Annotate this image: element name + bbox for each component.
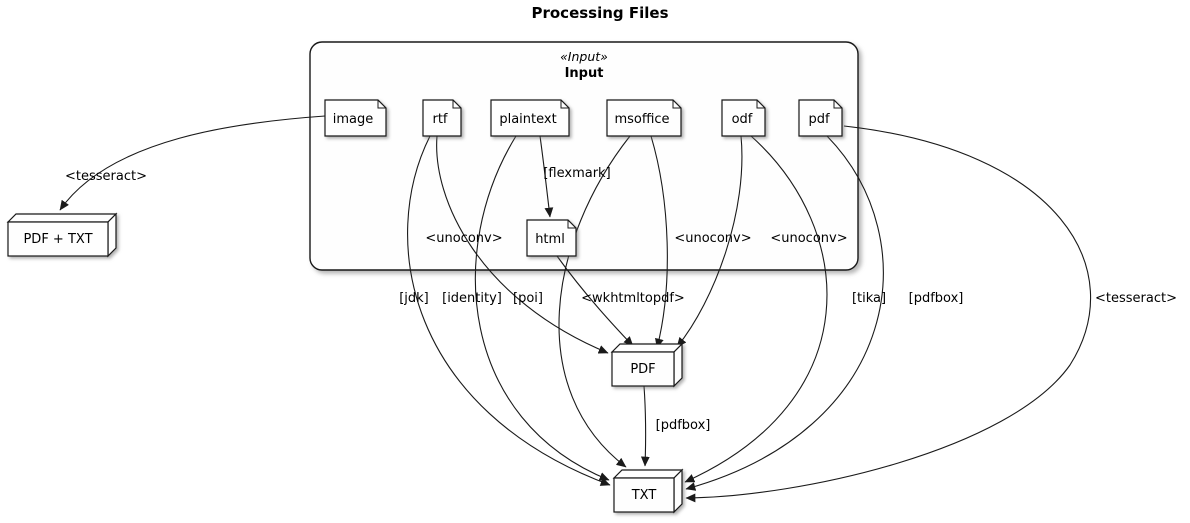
node-odf-label: odf: [732, 112, 753, 127]
edge-plaintext-to-html: [539, 135, 554, 218]
edge-odf-to-txt: [684, 135, 828, 483]
node-msoffice-label: msoffice: [614, 112, 669, 127]
edge-rtf-to-pdf: [436, 135, 609, 354]
edge-label-tesseract-image: <tesseract>: [65, 169, 147, 184]
file-fold-icon: [672, 100, 681, 109]
node-image-label: image: [333, 112, 374, 127]
input-container-name: Input: [565, 66, 604, 81]
node-plaintext: plaintext: [490, 99, 570, 137]
node-plaintext-label: plaintext: [499, 112, 556, 127]
edge-label-identity: [identity]: [442, 291, 502, 306]
input-container: [309, 41, 859, 271]
file-fold-icon: [833, 100, 842, 109]
node-TXT-label: TXT: [631, 488, 657, 503]
edge-msoffice-to-txt: [558, 135, 631, 468]
file-fold-icon: [756, 100, 765, 109]
edge-label-pdfbox-pdf: [pdfbox]: [909, 291, 964, 306]
edge-pdf-to-txt-tesseract: [685, 125, 1092, 503]
edge-msoffice-to-pdf: [650, 135, 668, 349]
edge-label-tika: [tika]: [852, 291, 886, 306]
file-fold-icon: [560, 100, 569, 109]
node-PDF-label: PDF: [630, 362, 655, 377]
edge-rtf-to-txt: [407, 135, 611, 486]
diagram-title: Processing Files: [531, 4, 668, 22]
node-TXT: TXT: [612, 468, 684, 514]
edge-plaintext-to-txt: [474, 135, 610, 481]
node-rtf: rtf: [422, 99, 462, 137]
edge-label-jdk: [jdk]: [399, 291, 429, 306]
edge-label-poi: [poi]: [513, 291, 543, 306]
node-PDF: PDF: [610, 342, 684, 388]
edge-label-unoconv-odf: <unoconv>: [770, 231, 847, 246]
node-odf: odf: [721, 99, 766, 137]
file-fold-icon: [377, 100, 386, 109]
node-html-label: html: [535, 232, 565, 247]
edge-label-wkhtmltopdf: <wkhtmltopdf>: [581, 291, 685, 306]
node-pdf: pdf: [798, 99, 843, 137]
edge-label-flexmark: [flexmark]: [543, 166, 610, 181]
node-pdf-plus-txt: PDF + TXT: [6, 212, 118, 258]
node-pdf-label: pdf: [808, 112, 830, 127]
edge-image-to-pdf-txt: [59, 115, 326, 211]
edge-label-tesseract-pdf: <tesseract>: [1095, 291, 1177, 306]
edges-layer: [59, 115, 1092, 503]
edge-html-to-pdf: [556, 255, 634, 347]
file-fold-icon: [452, 100, 461, 109]
file-fold-icon: [567, 220, 576, 229]
edge-odf-to-pdf: [676, 135, 743, 348]
node-html: html: [526, 219, 577, 257]
node-image: image: [324, 99, 387, 137]
node-msoffice: msoffice: [606, 99, 682, 137]
edge-labels-layer: <tesseract> <unoconv> [jdk] [flexmark] […: [65, 166, 1177, 433]
edge-label-pdfbox-PDF: [pdfbox]: [656, 418, 711, 433]
edge-pdf-to-txt-pdfbox: [685, 135, 884, 491]
edge-label-unoconv-msoffice: <unoconv>: [674, 231, 751, 246]
edge-PDF-to-TXT: [640, 385, 650, 467]
nodes-layer: image rtf plaintext msoffice odf pdf: [6, 99, 843, 514]
input-container-stereotype: «Input»: [560, 49, 608, 64]
edge-label-unoconv-rtf: <unoconv>: [425, 231, 502, 246]
node-pdf-plus-txt-label: PDF + TXT: [23, 232, 92, 247]
node-rtf-label: rtf: [432, 112, 447, 127]
